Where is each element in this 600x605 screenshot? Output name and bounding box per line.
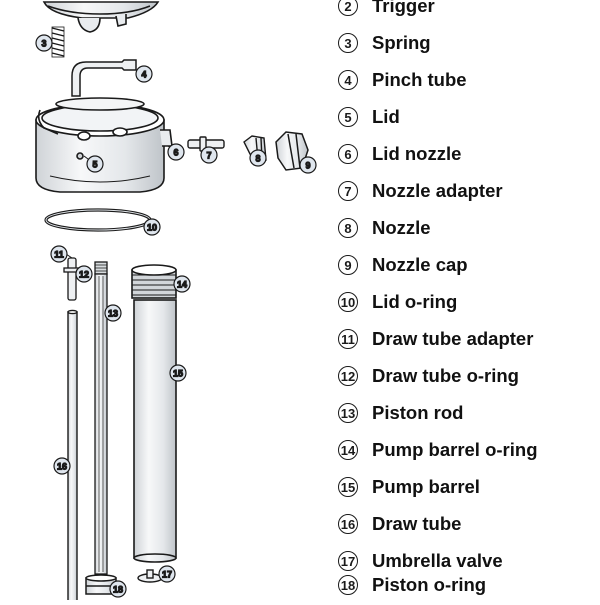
callout-4: 4 [135, 65, 153, 83]
callout-6: 6 [167, 143, 185, 161]
legend-label: Piston o-ring [372, 574, 487, 595]
legend-badge: 6 [338, 144, 358, 164]
legend-row-12: 12 Draw tube o-ring [338, 361, 519, 391]
piston-o-ring-part [85, 574, 117, 595]
legend-label: Nozzle adapter [372, 180, 503, 201]
legend-label: Pinch tube [372, 69, 467, 90]
svg-text:5: 5 [92, 160, 97, 170]
legend-row-7: 7 Nozzle adapter [338, 176, 503, 206]
legend-row-4: 4 Pinch tube [338, 65, 467, 95]
svg-text:4: 4 [141, 70, 146, 80]
legend-label: Piston rod [372, 402, 464, 423]
svg-text:12: 12 [79, 270, 89, 280]
svg-text:10: 10 [147, 223, 157, 233]
legend-badge: 18 [338, 575, 358, 595]
legend-row-11: 11 Draw tube adapter [338, 324, 533, 354]
draw-tube-part [67, 309, 78, 603]
spring-part [51, 26, 65, 58]
callout-10: 10 [143, 218, 161, 236]
legend-badge: 15 [338, 477, 358, 497]
legend-badge: 12 [338, 366, 358, 386]
nozzle-cap-part [275, 131, 309, 171]
callout-5: 5 [86, 155, 104, 173]
legend-badge: 16 [338, 514, 358, 534]
legend-badge: 17 [338, 551, 358, 571]
callout-18: 18 [109, 580, 127, 598]
legend-row-5: 5 Lid [338, 102, 400, 132]
lid-o-ring-part [44, 208, 152, 232]
legend-row-14: 14 Pump barrel o-ring [338, 435, 538, 465]
legend-label: Nozzle [372, 217, 431, 238]
callout-13: 13 [104, 304, 122, 322]
legend-badge: 13 [338, 403, 358, 423]
svg-text:17: 17 [162, 570, 172, 580]
legend-row-15: 15 Pump barrel [338, 472, 480, 502]
svg-text:16: 16 [57, 462, 67, 472]
legend-row-13: 13 Piston rod [338, 398, 463, 428]
legend-label: Draw tube o-ring [372, 365, 519, 386]
legend-row-8: 8 Nozzle [338, 213, 431, 243]
legend-badge: 14 [338, 440, 358, 460]
callout-16: 16 [53, 457, 71, 475]
legend-label: Lid nozzle [372, 143, 462, 164]
legend-badge: 7 [338, 181, 358, 201]
legend-row-6: 6 Lid nozzle [338, 139, 461, 169]
lid-part [35, 97, 173, 193]
piston-rod-part [94, 261, 108, 575]
trigger-part [42, 1, 160, 33]
callout-8: 8 [249, 149, 267, 167]
legend-badge: 4 [338, 70, 358, 90]
svg-text:8: 8 [255, 154, 260, 164]
umbrella-valve-part [137, 569, 163, 583]
legend-label: Pump barrel o-ring [372, 439, 538, 460]
callout-7: 7 [200, 146, 218, 164]
legend-label: Trigger [372, 0, 435, 16]
legend-label: Lid o-ring [372, 291, 458, 312]
callout-14: 14 [173, 275, 191, 293]
legend-badge: 8 [338, 218, 358, 238]
legend-badge: 3 [338, 33, 358, 53]
callout-15: 15 [169, 364, 187, 382]
legend-badge: 11 [338, 329, 358, 349]
svg-text:6: 6 [173, 148, 178, 158]
legend-row-2: 2 Trigger [338, 0, 435, 21]
legend-label: Pump barrel [372, 476, 480, 497]
svg-text:18: 18 [113, 585, 123, 595]
legend-label: Draw tube adapter [372, 328, 534, 349]
legend-label: Draw tube [372, 513, 462, 534]
svg-text:15: 15 [173, 369, 183, 379]
pinch-tube-part [71, 59, 137, 97]
legend-label: Spring [372, 32, 431, 53]
legend-badge: 10 [338, 292, 358, 312]
legend-label: Umbrella valve [372, 550, 503, 571]
legend-row-17: 17 Umbrella valve [338, 546, 503, 576]
legend-badge: 9 [338, 255, 358, 275]
legend-row-16: 16 Draw tube [338, 509, 461, 539]
svg-text:11: 11 [54, 250, 64, 260]
svg-text:3: 3 [41, 39, 46, 49]
callout-12: 12 [75, 265, 93, 283]
callout-11: 11 [50, 245, 68, 263]
legend-badge: 5 [338, 107, 358, 127]
legend-label: Nozzle cap [372, 254, 468, 275]
legend-badge: 2 [338, 0, 358, 16]
legend-label: Lid [372, 106, 400, 127]
pump-barrel-part [131, 264, 177, 563]
callout-17: 17 [158, 565, 176, 583]
callouts: 3 4 5 6 7 8 9 10 11 12 13 14 15 16 17 18 [35, 34, 317, 598]
legend-row-18: 18 Piston o-ring [338, 570, 486, 600]
callout-9: 9 [299, 156, 317, 174]
svg-text:14: 14 [177, 280, 187, 290]
legend-row-9: 9 Nozzle cap [338, 250, 468, 280]
callout-3: 3 [35, 34, 53, 52]
legend-row-10: 10 Lid o-ring [338, 287, 457, 317]
svg-text:9: 9 [305, 161, 310, 171]
legend-row-3: 3 Spring [338, 28, 431, 58]
svg-text:13: 13 [108, 309, 118, 319]
svg-text:7: 7 [206, 151, 211, 161]
